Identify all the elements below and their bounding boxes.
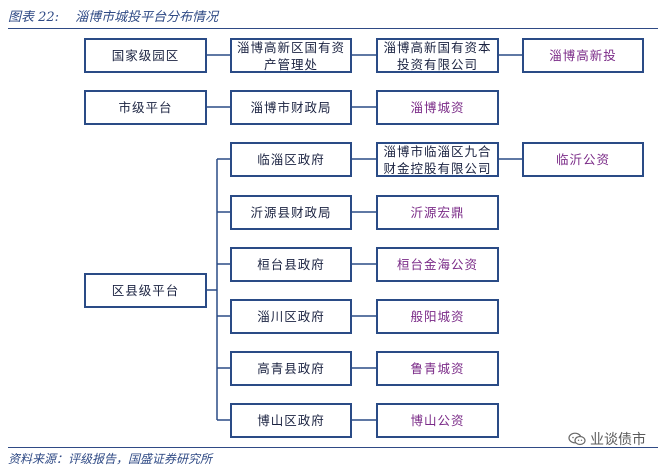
owner-gaoqing-box: 高青县政府 xyxy=(230,351,352,386)
watermark: 业谈债市 xyxy=(568,428,660,450)
platform-gaoxin-box: 淄博高新投 xyxy=(522,38,644,73)
bottom-rule xyxy=(8,447,658,448)
level-city-box: 市级平台 xyxy=(84,90,207,125)
watermark-text: 业谈债市 xyxy=(590,432,646,448)
owner-national-box: 淄博高新区国有资产管理处 xyxy=(230,38,352,73)
owner-linzi-box: 临淄区政府 xyxy=(230,142,352,177)
platform-huantai-box: 桓台金海公资 xyxy=(376,247,499,282)
owner-zichuan-box: 淄川区政府 xyxy=(230,299,352,334)
middle-linzi-box: 淄博市临淄区九合财金控股有限公司 xyxy=(376,142,499,177)
middle-national-box: 淄博高新国有资本投资有限公司 xyxy=(376,38,499,73)
owner-city-box: 淄博市财政局 xyxy=(230,90,352,125)
wechat-icon xyxy=(568,432,586,446)
source-note: 资料来源：评级报告，国盛证券研究所 xyxy=(8,452,213,466)
platform-gaoqing-box: 鲁青城资 xyxy=(376,351,499,386)
figure-caption: 图表 22: 淄博市城投平台分布情况 xyxy=(8,6,218,25)
platform-linyi-box: 临沂公资 xyxy=(522,142,644,177)
level-district-box: 区县级平台 xyxy=(84,273,207,308)
platform-zichuan-box: 般阳城资 xyxy=(376,299,499,334)
owner-boshan-box: 博山区政府 xyxy=(230,403,352,438)
owner-huantai-box: 桓台县政府 xyxy=(230,247,352,282)
level-national-box: 国家级园区 xyxy=(84,38,207,73)
figure-label: 图表 22: xyxy=(8,10,60,25)
owner-yiyuan-box: 沂源县财政局 xyxy=(230,195,352,230)
top-rule xyxy=(8,28,658,29)
platform-chengzi-box: 淄博城资 xyxy=(376,90,499,125)
platform-yiyuan-box: 沂源宏鼎 xyxy=(376,195,499,230)
platform-boshan-box: 博山公资 xyxy=(376,403,499,438)
figure-title: 淄博市城投平台分布情况 xyxy=(75,10,219,25)
